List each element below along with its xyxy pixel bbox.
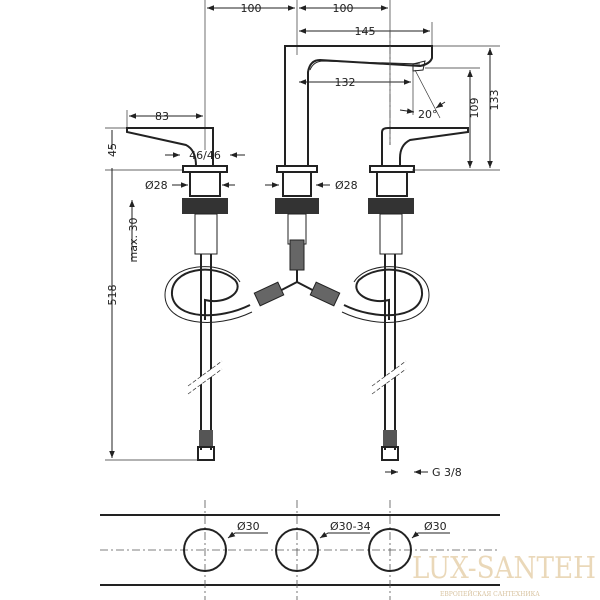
hoses xyxy=(164,239,430,461)
hole-right-label: Ø30 xyxy=(424,520,447,533)
dim-base-diameter-left: Ø28 xyxy=(145,179,168,192)
dim-spacing-right: 100 xyxy=(333,2,354,15)
dim-outlet-reach: 132 xyxy=(335,76,356,89)
dim-spout-angle: 20° xyxy=(418,108,438,121)
dim-spout-reach: 145 xyxy=(355,25,376,38)
watermark-tagline: ЕВРОПЕЙСКАЯ САНТЕХНИКА xyxy=(440,590,540,598)
dim-under-counter-length: 518 xyxy=(106,285,119,306)
hole-left-label: Ø30 xyxy=(237,520,260,533)
dim-connection-thread: G 3/8 xyxy=(432,466,462,479)
dim-base-diameter-center: Ø28 xyxy=(335,179,358,192)
dim-spacing-left: 100 xyxy=(241,2,262,15)
dim-total-height: 133 xyxy=(488,90,501,111)
spout-base xyxy=(276,165,318,197)
dim-max-thickness: max. 30 xyxy=(127,218,140,263)
left-handle xyxy=(126,127,228,197)
dimension-lines xyxy=(109,5,493,475)
hole-right xyxy=(368,528,412,572)
hole-center xyxy=(275,528,319,572)
dim-handle-rotation: 46/46 xyxy=(189,149,221,162)
dim-handle-length: 83 xyxy=(155,110,169,123)
hole-center-label: Ø30-34 xyxy=(330,520,371,533)
hole-left xyxy=(183,528,227,572)
extension-lines xyxy=(105,0,500,461)
dim-outlet-height: 109 xyxy=(468,98,481,119)
watermark-brand: LUX-SANTEH xyxy=(412,551,596,586)
dim-handle-height: 45 xyxy=(106,143,119,157)
right-handle xyxy=(369,127,469,197)
watermark-logo: LUX-SANTEH ЕВРОПЕЙСКАЯ САНТЕХНИКА xyxy=(412,551,596,598)
countertop-cutout xyxy=(100,500,500,600)
spout xyxy=(284,30,433,166)
